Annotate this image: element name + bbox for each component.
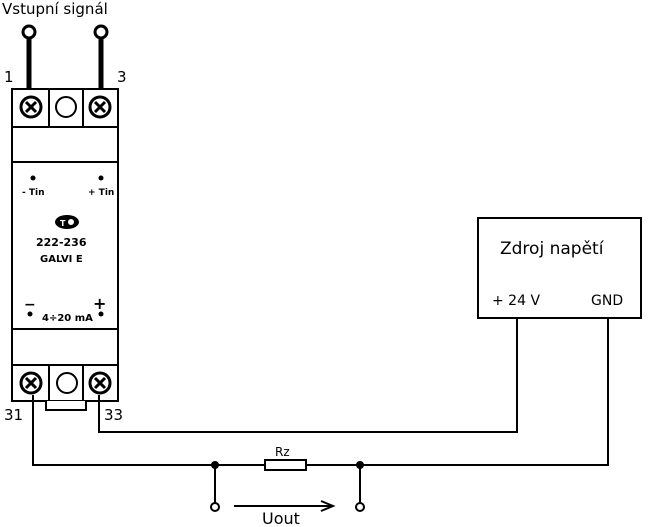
svg-text:T: T	[60, 219, 66, 228]
terminal-33-label: 33	[104, 406, 123, 424]
input-pin-icon	[21, 24, 37, 40]
part-number: 222-236	[36, 236, 87, 249]
galvi-module: - Tin + Tin T 222-236 GALVI E − + 4÷20 m…	[11, 88, 119, 411]
minus-sign: −	[24, 297, 36, 313]
terminal-1-label: 1	[4, 68, 14, 86]
power-supply-title: Zdroj napětí	[500, 239, 605, 259]
screw-terminal-icon	[88, 371, 112, 395]
terminal-31-label: 31	[4, 406, 23, 424]
output-terminal-icon	[355, 502, 365, 512]
logo-icon: T	[55, 215, 79, 229]
minus-tin-label: - Tin	[22, 188, 45, 198]
arrow-right-icon	[234, 500, 336, 512]
gnd-label: GND	[591, 293, 623, 309]
wiring	[32, 318, 609, 503]
range-label: 4÷20 mA	[42, 313, 93, 324]
empty-terminal-icon	[55, 96, 77, 118]
model-name: GALVI E	[40, 254, 83, 265]
screw-terminal-icon	[19, 95, 43, 119]
input-pin-icon	[93, 24, 109, 40]
plus-24v-label: + 24 V	[492, 293, 540, 309]
plus-tin-label: + Tin	[88, 188, 114, 198]
output-voltage-label: Uout	[262, 509, 300, 527]
power-supply: Zdroj napětí + 24 V GND	[477, 217, 642, 319]
input-signal-label: Vstupní signál	[2, 0, 108, 18]
output-terminal-icon	[210, 502, 220, 512]
junction-dot	[211, 461, 219, 469]
screw-terminal-icon	[19, 371, 43, 395]
resistor-rz: Rz	[264, 445, 307, 471]
screw-terminal-icon	[88, 95, 112, 119]
input-pin-right	[93, 24, 109, 92]
input-pin-left	[21, 24, 37, 92]
junction-dot	[356, 461, 364, 469]
plus-sign: +	[93, 294, 106, 313]
resistor-label: Rz	[275, 445, 290, 459]
terminal-3-label: 3	[117, 68, 127, 86]
empty-terminal-icon	[56, 372, 78, 394]
